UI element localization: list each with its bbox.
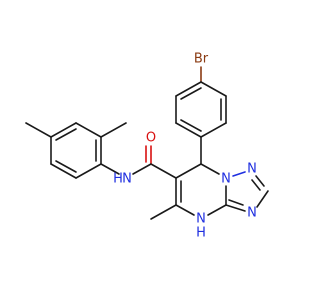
bond-n1-c2 (255, 175, 265, 187)
atom-triazole-n3: N (247, 206, 257, 221)
atom-ring-hydrogen: H (196, 226, 206, 241)
bond-ar4 (175, 122, 202, 138)
pyrimidine-ring (175, 163, 227, 216)
bond-ortho-methyl (100, 122, 127, 138)
bond-para-methyl (25, 122, 52, 138)
bromophenyl-ring (175, 66, 227, 138)
bond-n3-c3a (225, 204, 246, 212)
atom-oxygen: O (146, 131, 156, 146)
bond-ar3 (200, 122, 227, 138)
bond-dm6 (75, 163, 102, 179)
molecule-canvas: Br O H N N N N N H (25, 52, 269, 241)
bond-n8-n1 (232, 171, 246, 177)
atom-amide-nitrogen: N (122, 172, 132, 187)
atom-triazole-n1: N (247, 162, 257, 177)
atom-amide-hydrogen: H (113, 172, 123, 187)
atom-labels: Br O H N N N N N H (113, 52, 257, 241)
bond-n-aryl (100, 163, 120, 175)
bond-n8-c7 (200, 163, 220, 175)
bond-c5-methyl (150, 204, 177, 220)
atom-bromine: Br (194, 52, 209, 67)
bond-dm5 (50, 163, 77, 179)
bond-c7-c6 (175, 163, 202, 179)
atom-n8: N (221, 172, 231, 187)
bond-dm3-double (55, 128, 77, 141)
atom-ring-nitrogen: N (196, 212, 206, 227)
bond-ar4-double (180, 119, 202, 132)
bond-dm2 (75, 122, 102, 138)
bond-ar6-double (180, 87, 202, 100)
bond-c6-carbonyl (150, 163, 177, 179)
bond-dm5-double (55, 160, 77, 173)
bond-carbonyl-n (132, 163, 152, 175)
bond-n1-c2-double (251, 179, 261, 191)
bond-ar1 (200, 81, 227, 97)
dimethylphenyl-ring (25, 122, 127, 179)
bond-c2-n3 (256, 190, 269, 208)
triazole-ring (225, 171, 269, 212)
bond-n4-c3a (207, 204, 227, 216)
bond-n3-c3a-double (228, 199, 244, 206)
bond-ar6 (175, 81, 202, 97)
bond-dm3 (50, 122, 77, 138)
bond-c5-n4 (175, 204, 195, 216)
molecule-structure: Br O H N N N N N H (25, 52, 269, 241)
carboxamide-group (132, 145, 177, 179)
